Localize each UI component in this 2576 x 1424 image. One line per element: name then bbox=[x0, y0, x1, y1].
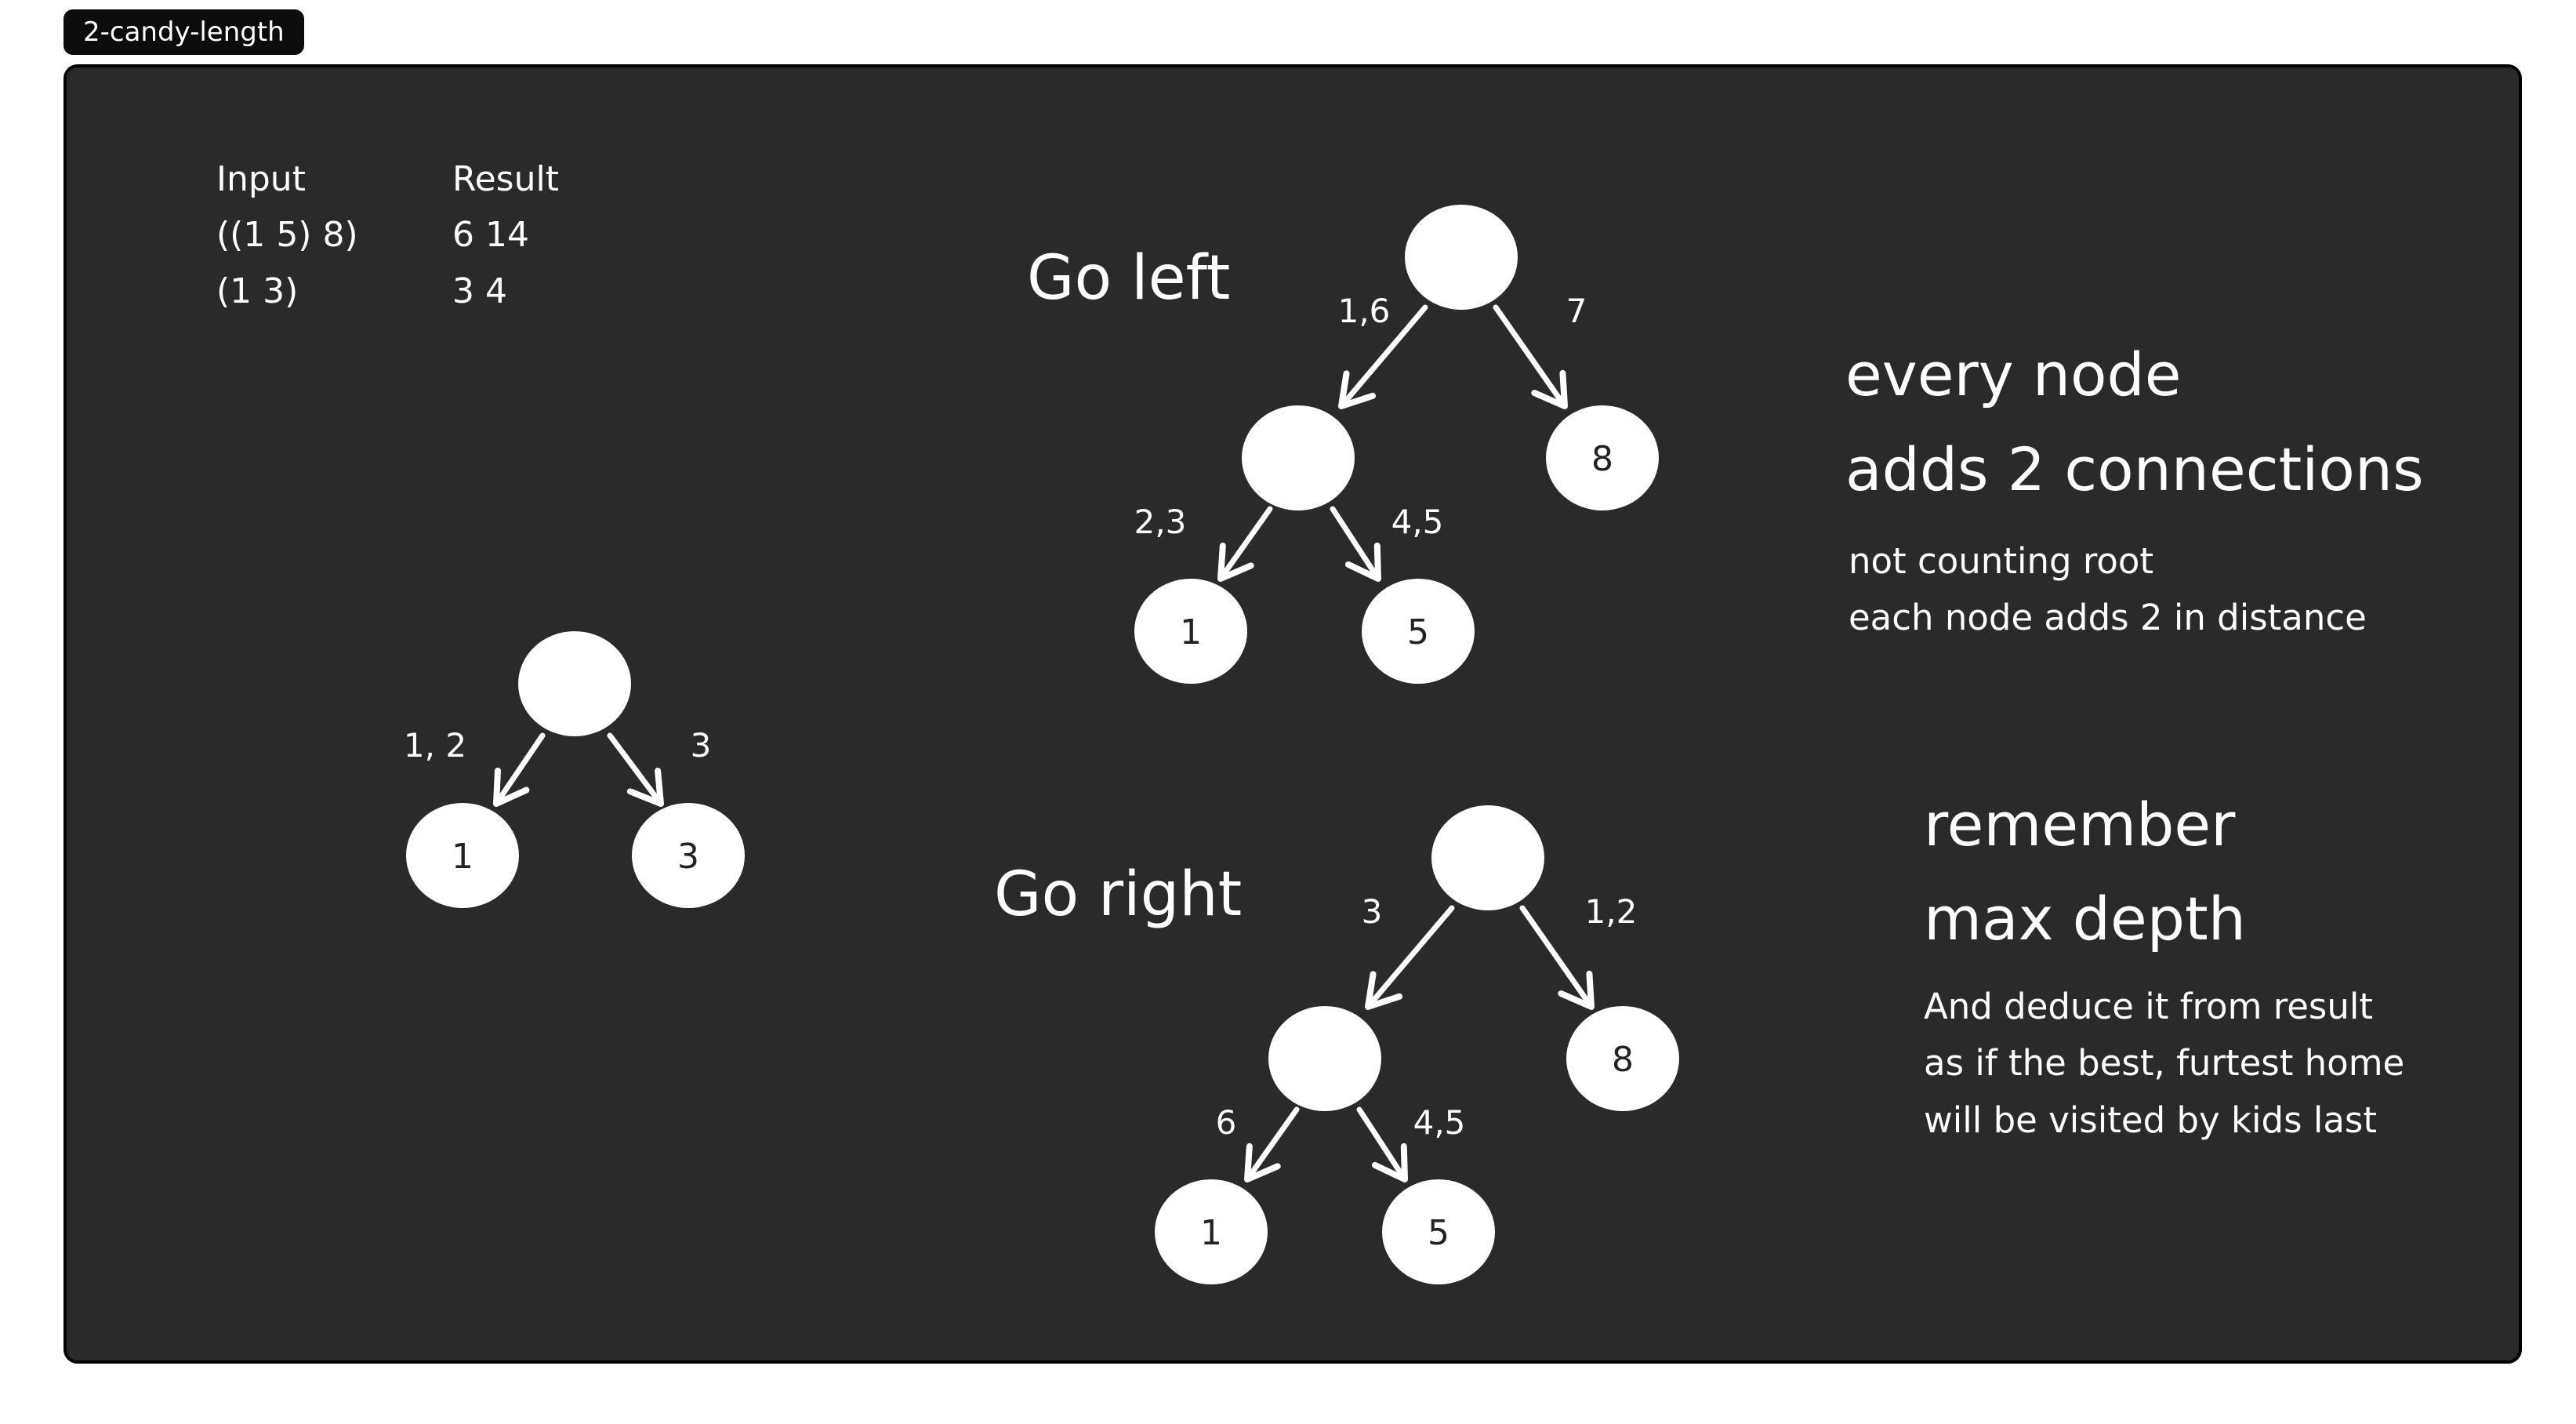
tree-node-leaf[interactable]: 1 bbox=[406, 803, 519, 908]
node-label: 3 bbox=[677, 837, 699, 877]
edge-arrow bbox=[1356, 1106, 1408, 1182]
node-label: 8 bbox=[1612, 1040, 1634, 1080]
go-right-tree: Go right 3 1,2 6 4,5 8 1 5 bbox=[994, 805, 1679, 1284]
edge-arrow bbox=[1493, 304, 1568, 409]
tree-node-inner[interactable] bbox=[1268, 1006, 1381, 1111]
edge-label: 4,5 bbox=[1413, 1103, 1466, 1142]
node-label: 1 bbox=[1180, 612, 1202, 652]
edge-arrow bbox=[493, 732, 546, 807]
edge-label: 1, 2 bbox=[404, 726, 466, 765]
input-result-table: Input Result ((1 5) 8) 6 14 (1 3) 3 4 bbox=[216, 159, 559, 311]
tree-node-root[interactable] bbox=[1405, 205, 1518, 310]
tree-node-leaf[interactable]: 3 bbox=[632, 803, 745, 908]
note-connections: every node adds 2 connections not counti… bbox=[1845, 340, 2424, 638]
node-label: 8 bbox=[1591, 439, 1613, 479]
note-depth: remember max depth And deduce it from re… bbox=[1924, 790, 2404, 1141]
tree-node-root[interactable] bbox=[518, 631, 631, 736]
node-label: 5 bbox=[1407, 612, 1429, 652]
tree-node-inner[interactable] bbox=[1242, 405, 1355, 510]
edge-label: 2,3 bbox=[1134, 503, 1187, 541]
note-heading: max depth bbox=[1924, 884, 2246, 954]
tree-node-leaf[interactable]: 8 bbox=[1566, 1006, 1679, 1111]
table-row-input: (1 3) bbox=[216, 271, 298, 311]
tree-node-leaf[interactable]: 5 bbox=[1382, 1179, 1495, 1284]
node-label: 1 bbox=[1200, 1213, 1222, 1253]
note-text: each node adds 2 in distance bbox=[1849, 597, 2367, 638]
table-row-input: ((1 5) 8) bbox=[216, 215, 358, 255]
node-label: 5 bbox=[1428, 1213, 1449, 1253]
tree-node-root[interactable] bbox=[1431, 805, 1544, 910]
tree-node-leaf[interactable]: 5 bbox=[1362, 579, 1475, 684]
note-heading: every node bbox=[1845, 340, 2182, 409]
note-text: not counting root bbox=[1849, 540, 2153, 582]
input-header: Input bbox=[216, 159, 306, 199]
edge-arrow bbox=[1365, 905, 1455, 1010]
edge-label: 4,5 bbox=[1391, 503, 1444, 541]
result-header: Result bbox=[452, 159, 559, 199]
edge-label: 1,6 bbox=[1338, 292, 1391, 330]
edge-arrow bbox=[1338, 304, 1428, 409]
edge-arrow bbox=[1217, 506, 1273, 582]
edge-label: 6 bbox=[1216, 1103, 1237, 1142]
edge-arrow bbox=[1519, 905, 1595, 1010]
edge-arrow bbox=[607, 732, 664, 807]
note-text: as if the best, furtest home bbox=[1924, 1042, 2404, 1084]
table-row-result: 6 14 bbox=[452, 215, 529, 255]
note-text: And deduce it from result bbox=[1924, 986, 2373, 1027]
edge-label: 3 bbox=[691, 726, 712, 765]
tree-node-leaf[interactable]: 1 bbox=[1134, 579, 1247, 684]
small-tree: 1, 2 3 1 3 bbox=[404, 631, 745, 908]
node-label: 1 bbox=[452, 837, 473, 877]
note-text: will be visited by kids last bbox=[1924, 1099, 2377, 1141]
go-left-title: Go left bbox=[1027, 243, 1230, 314]
table-row-result: 3 4 bbox=[452, 271, 507, 311]
edge-arrow bbox=[1330, 506, 1381, 582]
note-heading: remember bbox=[1924, 790, 2236, 859]
edge-label: 7 bbox=[1566, 292, 1587, 330]
tree-node-leaf[interactable]: 1 bbox=[1155, 1179, 1268, 1284]
go-left-tree: Go left 1,6 7 2,3 4,5 8 1 5 bbox=[1027, 205, 1659, 684]
edge-label: 1,2 bbox=[1585, 892, 1638, 931]
tree-node-leaf[interactable]: 8 bbox=[1546, 405, 1659, 510]
edge-label: 3 bbox=[1362, 892, 1383, 931]
frame-background bbox=[63, 64, 2522, 1364]
go-right-title: Go right bbox=[994, 859, 1242, 930]
note-heading: adds 2 connections bbox=[1845, 434, 2424, 504]
edge-arrow bbox=[1244, 1106, 1300, 1182]
frame-label[interactable]: 2-candy-length bbox=[63, 9, 304, 55]
